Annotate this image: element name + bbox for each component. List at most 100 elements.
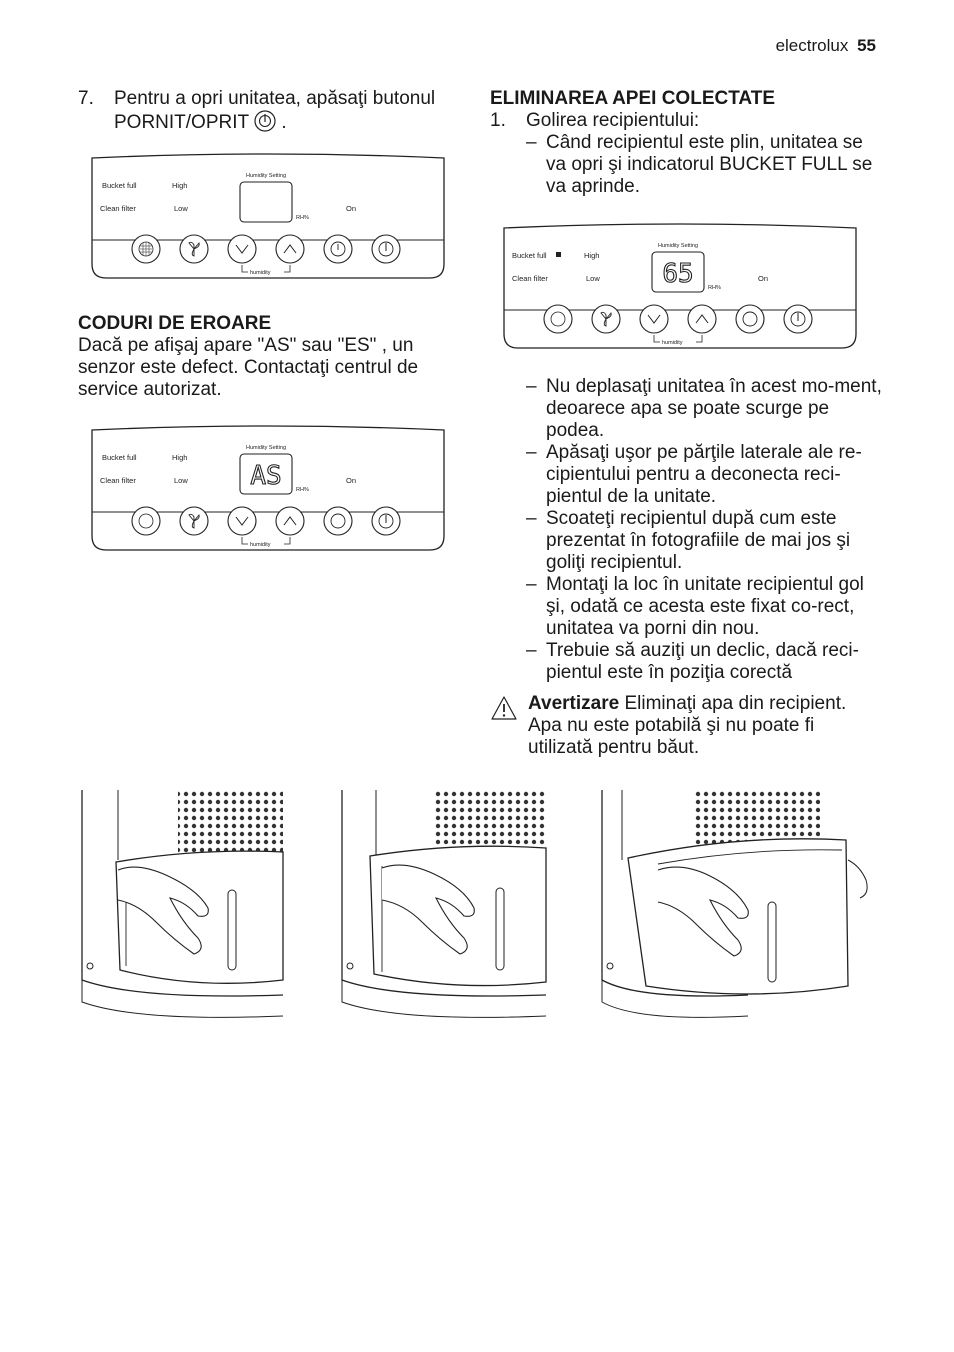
fan-icon xyxy=(188,513,200,529)
list-item: – Când recipientul este plin, unitatea s… xyxy=(526,132,873,197)
dash-list-first: – Când recipientul este plin, unitatea s… xyxy=(526,132,882,198)
power-icon xyxy=(254,110,276,132)
warning-text: Avertizare Eliminaţi apa din recipient. … xyxy=(528,693,847,758)
on-label: On xyxy=(346,476,356,485)
chevron-up-icon xyxy=(283,244,297,254)
step-number: 1. xyxy=(490,110,506,131)
chevron-down-icon xyxy=(647,314,661,324)
warning-icon xyxy=(491,696,517,720)
step-7-text: Pentru a opri unitatea, apăsaţi butonul … xyxy=(114,88,436,133)
error-codes-heading: CODURI DE EROARE xyxy=(78,313,272,334)
dash-list: – Nu deplasaţi unitatea în acest mo-ment… xyxy=(526,376,882,684)
power-button[interactable] xyxy=(371,234,401,264)
chevron-up-icon xyxy=(695,314,709,324)
error-codes-text: Dacă pe afişaj apare "AS" sau "ES" , un … xyxy=(78,335,419,400)
humidity-setting-label: Humidity Setting xyxy=(246,445,286,451)
low-label: Low xyxy=(174,476,188,485)
step-number: 7. xyxy=(78,88,94,109)
low-label: Low xyxy=(586,274,600,283)
rh-label: RH% xyxy=(708,285,721,291)
humidity-up-button[interactable] xyxy=(275,506,305,536)
control-panel-bucket-full: Bucket full Clean filter High Low Humidi… xyxy=(500,222,860,354)
high-label: High xyxy=(584,251,599,260)
chevron-down-icon xyxy=(235,516,249,526)
filter-icon xyxy=(550,311,566,327)
filter-button[interactable] xyxy=(131,506,161,536)
filter-icon xyxy=(140,242,152,256)
collected-water-heading: ELIMINAREA APEI COLECTATE xyxy=(490,88,775,109)
left-column: 7. Pentru a opri unitatea, apăsaţi buton… xyxy=(78,88,458,134)
fan-icon xyxy=(600,311,612,327)
low-label: Low xyxy=(174,204,188,213)
power-button[interactable] xyxy=(783,304,813,334)
list-item: – Nu deplasaţi unitatea în acest mo-ment… xyxy=(526,376,882,441)
timer-icon xyxy=(742,311,758,327)
rh-label: RH% xyxy=(296,487,309,493)
control-panel-error: Bucket full Clean filter High Low Humidi… xyxy=(88,424,448,556)
on-label: On xyxy=(758,274,768,283)
humidity-display xyxy=(239,453,293,495)
list-item: – Trebuie să auziţi un declic, dacă reci… xyxy=(526,640,859,683)
clean-filter-label: Clean filter xyxy=(512,274,548,283)
power-icon xyxy=(790,311,806,327)
fan-button[interactable] xyxy=(179,234,209,264)
filter-button[interactable] xyxy=(543,304,573,334)
humidity-display xyxy=(239,181,293,223)
filter-icon xyxy=(138,513,154,529)
bucket-removal-illustration-2 xyxy=(341,790,547,1018)
on-label: On xyxy=(346,204,356,213)
control-panel-off: Bucket full Clean filter High Low Humidi… xyxy=(88,152,448,284)
clean-filter-label: Clean filter xyxy=(100,476,136,485)
page-number: 55 xyxy=(857,36,876,55)
step-1: 1. Golirea recipientului: xyxy=(490,110,882,132)
humidity-down-button[interactable] xyxy=(227,234,257,264)
timer-button[interactable] xyxy=(323,234,353,264)
humidity-up-button[interactable] xyxy=(275,234,305,264)
error-codes-section: CODURI DE EROARE Dacă pe afişaj apare "A… xyxy=(78,313,458,401)
humidity-value-display: 65 xyxy=(662,259,693,289)
high-label: High xyxy=(172,181,187,190)
humidity-down-button[interactable] xyxy=(227,506,257,536)
timer-button[interactable] xyxy=(323,506,353,536)
right-column: ELIMINAREA APEI COLECTATE 1. Golirea rec… xyxy=(490,88,882,198)
clean-filter-label: Clean filter xyxy=(100,204,136,213)
humidity-setting-label: Humidity Setting xyxy=(658,243,698,249)
bucket-removal-illustration-1 xyxy=(81,790,284,1018)
error-code-display: AS xyxy=(250,461,281,491)
list-item: – Apăsaţi uşor pe părţile laterale ale r… xyxy=(526,442,862,507)
list-item: – Scoateţi recipientul după cum este pre… xyxy=(526,508,851,573)
humidity-down-button[interactable] xyxy=(639,304,669,334)
humidity-setting-label: Humidity Setting xyxy=(246,173,286,179)
power-icon xyxy=(378,241,394,257)
chevron-up-icon xyxy=(283,516,297,526)
rh-label: RH% xyxy=(296,215,309,221)
humidity-label: humidity xyxy=(662,340,683,346)
brand-name: electrolux xyxy=(775,36,849,55)
humidity-label: humidity xyxy=(250,542,271,548)
step-1-text: Golirea recipientului: xyxy=(526,110,700,131)
bucket-full-indicator xyxy=(556,252,561,257)
warning-box: Avertizare Eliminaţi apa din recipient. … xyxy=(490,693,882,759)
humidity-up-button[interactable] xyxy=(687,304,717,334)
instructions-list: – Nu deplasaţi unitatea în acest mo-ment… xyxy=(526,376,882,684)
page-header: electrolux 55 xyxy=(776,36,876,56)
warning-label: Avertizare xyxy=(528,693,620,714)
fan-button[interactable] xyxy=(591,304,621,334)
filter-button[interactable] xyxy=(131,234,161,264)
humidity-label: humidity xyxy=(250,270,271,276)
timer-button[interactable] xyxy=(735,304,765,334)
fan-icon xyxy=(188,241,200,257)
timer-icon xyxy=(330,241,346,257)
list-item: – Montaţi la loc în unitate recipientul … xyxy=(526,574,864,639)
bucket-removal-illustration-3 xyxy=(601,790,868,1018)
humidity-display xyxy=(651,251,705,293)
fan-button[interactable] xyxy=(179,506,209,536)
bucket-full-label: Bucket full xyxy=(102,453,137,462)
power-button[interactable] xyxy=(371,506,401,536)
high-label: High xyxy=(172,453,187,462)
step-7: 7. Pentru a opri unitatea, apăsaţi buton… xyxy=(78,88,458,134)
bucket-full-label: Bucket full xyxy=(102,181,137,190)
power-icon xyxy=(378,513,394,529)
chevron-down-icon xyxy=(235,244,249,254)
timer-icon xyxy=(330,513,346,529)
